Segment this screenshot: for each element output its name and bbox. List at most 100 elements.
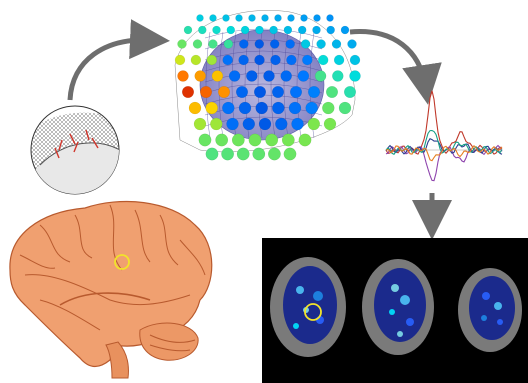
- sensor-dot: [259, 118, 271, 130]
- activation-spot: [482, 292, 490, 300]
- sensor-dot: [264, 71, 275, 82]
- sensor-dot: [272, 102, 284, 114]
- sensor-dot: [327, 15, 334, 22]
- axial-slice-2: [362, 259, 434, 355]
- sensor-dot: [184, 26, 192, 34]
- cortex-mesh-inset: [30, 106, 120, 200]
- sensor-dot: [286, 40, 295, 49]
- activation-spot: [296, 286, 304, 294]
- sensor-dot: [193, 40, 202, 49]
- sensor-dot: [288, 15, 295, 22]
- sensor-dot: [249, 15, 256, 22]
- sensor-dot: [306, 102, 318, 114]
- sensor-dot: [275, 118, 287, 130]
- waveforms-group: [386, 91, 502, 181]
- sensor-dot: [348, 40, 357, 49]
- sensor-dot: [182, 86, 194, 98]
- sensor-dot: [284, 148, 296, 160]
- sensor-dot: [302, 55, 312, 65]
- sensor-dot: [206, 102, 218, 114]
- axial-slice-3: [458, 268, 522, 352]
- sensor-dot: [249, 134, 261, 146]
- sensor-dot: [270, 26, 278, 34]
- sensor-dot: [194, 118, 206, 130]
- sensor-dot: [239, 40, 248, 49]
- axial-slices-icon: [270, 257, 522, 357]
- sensor-dot: [208, 40, 217, 49]
- sensor-dot: [223, 55, 233, 65]
- sensor-dot: [210, 118, 222, 130]
- sensor-dot: [213, 26, 221, 34]
- sensor-dot: [308, 86, 320, 98]
- sensor-dot: [270, 40, 279, 49]
- activation-spot: [293, 323, 299, 329]
- sensor-dot: [236, 86, 248, 98]
- sensor-dot: [284, 26, 292, 34]
- sensor-dot: [290, 86, 302, 98]
- sensor-dot: [322, 102, 334, 114]
- sensor-dot: [210, 15, 217, 22]
- sensor-dot: [271, 55, 281, 65]
- sensor-dot: [175, 55, 185, 65]
- sensor-dot: [301, 15, 308, 22]
- sensor-dot: [232, 134, 244, 146]
- sensor-dot: [332, 71, 343, 82]
- sensor-dot: [241, 26, 249, 34]
- activation-spot: [397, 331, 403, 337]
- sensor-dot: [229, 71, 240, 82]
- sensor-dot: [243, 118, 255, 130]
- brain-group: [10, 201, 212, 378]
- sensor-dot: [178, 71, 189, 82]
- sensor-dot: [199, 134, 211, 146]
- sensor-dot: [289, 102, 301, 114]
- axial-slice-1: [270, 257, 346, 357]
- sensor-dot: [254, 86, 266, 98]
- sensor-dot: [318, 55, 328, 65]
- sensor-dot: [272, 86, 284, 98]
- sensor-dot: [350, 71, 361, 82]
- sensor-dot: [212, 71, 223, 82]
- sensor-dot: [298, 71, 309, 82]
- sensor-dot: [198, 26, 206, 34]
- sensor-dot: [221, 148, 233, 160]
- sensor-dot: [255, 55, 265, 65]
- sensor-dot: [327, 26, 335, 34]
- activation-spot: [481, 315, 487, 321]
- sensor-dot: [266, 134, 278, 146]
- sensor-dot: [299, 134, 311, 146]
- sensor-dot: [239, 55, 249, 65]
- sensor-dot: [224, 40, 233, 49]
- sensor-dot: [191, 55, 201, 65]
- sensor-dot: [200, 86, 212, 98]
- sensor-dot: [308, 118, 320, 130]
- sensor-dot: [237, 148, 249, 160]
- activation-spot: [391, 284, 399, 292]
- sensor-dot: [286, 55, 296, 65]
- sensor-dot: [275, 15, 282, 22]
- arrow-helmet-to-signals: [350, 32, 425, 85]
- sensor-dot: [324, 118, 336, 130]
- activation-spot: [313, 291, 323, 301]
- activation-spot: [400, 295, 410, 305]
- sensor-dot: [344, 86, 356, 98]
- sensor-dot: [341, 26, 349, 34]
- sensor-dot: [218, 86, 230, 98]
- sensor-dot: [223, 15, 230, 22]
- sensor-dot: [301, 40, 310, 49]
- sensor-dot: [189, 102, 201, 114]
- sensor-dot: [281, 71, 292, 82]
- sensor-dot: [195, 71, 206, 82]
- sensor-dot: [315, 71, 326, 82]
- activation-spot: [494, 302, 502, 310]
- sensor-dot: [314, 15, 321, 22]
- sensor-dot: [317, 40, 326, 49]
- sensor-dot: [236, 15, 243, 22]
- sensor-dot: [227, 118, 239, 130]
- waveform-trace: [386, 91, 502, 154]
- sensor-dot: [178, 40, 187, 49]
- sensor-dot: [216, 134, 228, 146]
- activation-spot: [497, 319, 503, 325]
- sensor-dot: [206, 148, 218, 160]
